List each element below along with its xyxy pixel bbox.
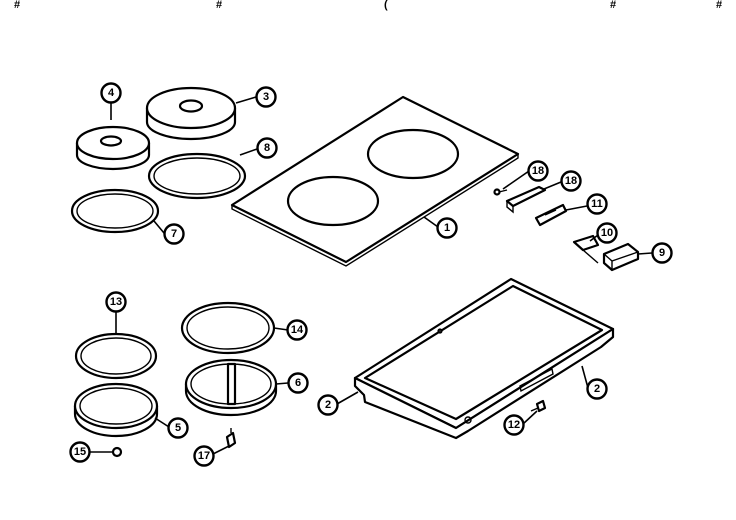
svg-text:9: 9: [659, 247, 665, 259]
callout-8: 8: [256, 137, 278, 159]
svg-text:12: 12: [508, 419, 520, 431]
clip-10: [572, 234, 600, 264]
screw-12: [530, 399, 547, 413]
ring-13: [74, 332, 158, 380]
top-fragment-4: #: [610, 0, 616, 11]
svg-text:14: 14: [291, 324, 304, 336]
terminal-block-11: [534, 203, 568, 227]
top-fragment-2: #: [216, 0, 222, 11]
screw-18: [493, 188, 508, 196]
callout-9: 9: [651, 242, 673, 264]
callout-12: 12: [503, 414, 525, 436]
burner-box-2: [353, 277, 615, 440]
callout-6: 6: [287, 372, 309, 394]
glass-cooktop: [230, 95, 520, 267]
callout-1: 1: [436, 217, 458, 239]
ring-14: [180, 301, 276, 355]
trim-ring-7: [70, 188, 160, 234]
svg-text:7: 7: [171, 228, 177, 240]
burner-cap-small: [75, 125, 151, 171]
callout-2-left: 2: [317, 394, 339, 416]
svg-text:11: 11: [591, 198, 603, 210]
top-fragment-5: #: [716, 0, 722, 11]
svg-text:6: 6: [295, 377, 301, 389]
leader-lines: [90, 96, 653, 455]
element-support-6: [184, 358, 278, 417]
svg-text:13: 13: [110, 296, 122, 308]
bracket-18: [505, 185, 547, 214]
svg-text:18: 18: [532, 165, 544, 177]
callout-13: 13: [105, 291, 127, 313]
callout-10: 10: [596, 222, 618, 244]
drip-bowl-5: [73, 382, 159, 438]
svg-text:3: 3: [263, 91, 269, 103]
screw-17: [225, 428, 237, 449]
callout-5: 5: [167, 417, 189, 439]
callout-15: 15: [69, 441, 91, 463]
svg-text:2: 2: [594, 383, 600, 395]
callout-7: 7: [163, 223, 185, 245]
callout-18-bracket: 18: [560, 170, 582, 192]
svg-text:17: 17: [198, 450, 210, 462]
callout-2-right: 2: [586, 378, 608, 400]
top-fragment-3: (: [384, 0, 388, 11]
svg-text:10: 10: [601, 227, 613, 239]
svg-text:15: 15: [74, 446, 86, 458]
callout-3: 3: [255, 86, 277, 108]
burner-cap-large: [145, 86, 237, 141]
svg-text:1: 1: [444, 222, 450, 234]
svg-text:8: 8: [264, 142, 270, 154]
nut-15: [111, 446, 123, 458]
callout-11: 11: [586, 193, 608, 215]
svg-text:2: 2: [325, 399, 331, 411]
callout-17: 17: [193, 445, 215, 467]
top-edge-fragments: # # ( # #: [14, 0, 722, 11]
callout-18-screw: 18: [527, 160, 549, 182]
callout-14: 14: [286, 319, 308, 341]
trim-ring-8: [147, 152, 247, 200]
svg-text:5: 5: [175, 422, 181, 434]
callout-4: 4: [100, 82, 122, 104]
top-fragment-1: #: [14, 0, 20, 11]
svg-text:18: 18: [565, 175, 577, 187]
switch-box-9: [602, 242, 640, 272]
svg-text:4: 4: [108, 87, 115, 99]
